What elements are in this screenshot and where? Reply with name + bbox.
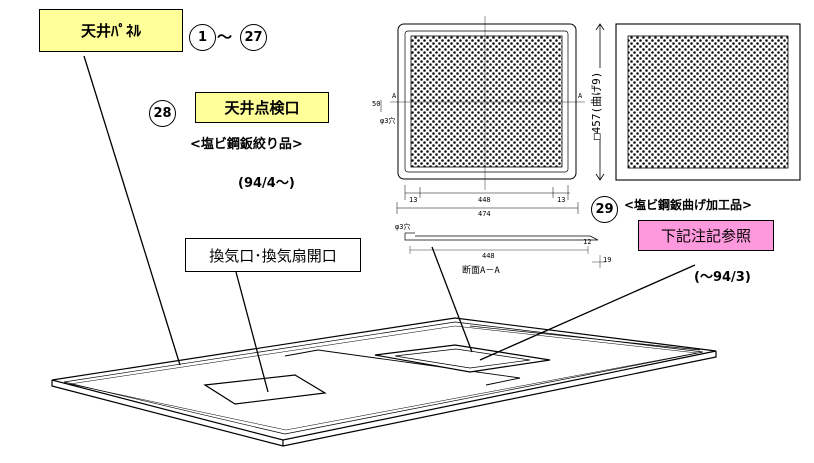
dim-hole-3: φ3穴 — [380, 117, 396, 125]
until-date-note: (〜94/3) — [694, 270, 751, 285]
pvc-bent-note: <塩ビ鋼鈑曲げ加工品> — [624, 198, 753, 212]
dim-448-bottom: 448 — [482, 252, 495, 260]
item-29-badge: 29 — [591, 196, 618, 223]
dim-19: 19 — [603, 256, 612, 264]
ceiling-panel-label: 天井ﾊﾟﾈﾙ — [39, 9, 183, 52]
since-date-note: (94/4〜) — [238, 176, 295, 191]
range-end-badge: 27 — [240, 24, 267, 51]
see-note-label: 下記注記参照 — [638, 220, 774, 251]
dim-13-right: 13 — [557, 196, 566, 204]
section-a-a-caption: 断面A－A — [462, 266, 500, 276]
range-start-badge: 1 — [189, 24, 216, 51]
dim-448-top: 448 — [478, 196, 491, 204]
dim-50: 50 — [372, 100, 381, 108]
dim-474: 474 — [478, 210, 491, 218]
dim-side-457: □457(曲げ9) — [590, 71, 603, 140]
leader-lines — [83, 55, 696, 393]
section-a-left: A — [392, 92, 397, 100]
inspection-port-label: 天井点検口 — [195, 92, 329, 123]
item-28-badge: 28 — [149, 100, 176, 127]
dim-hole-3b: φ3穴 — [395, 223, 411, 231]
section-a-right: A — [578, 92, 583, 100]
panel-28-plan — [380, 16, 585, 214]
section-a-a — [404, 232, 606, 268]
range-separator: 〜 — [217, 28, 233, 46]
dim-12: 12 — [583, 238, 592, 246]
pvc-embossed-note: <塩ビ鋼鈑絞り品> — [190, 137, 303, 152]
panel-29-plan — [595, 23, 801, 181]
dim-13-left: 13 — [409, 196, 418, 204]
ceiling-panel-drawing — [51, 317, 717, 447]
vent-opening-label: 換気口･換気扇開口 — [185, 238, 361, 272]
